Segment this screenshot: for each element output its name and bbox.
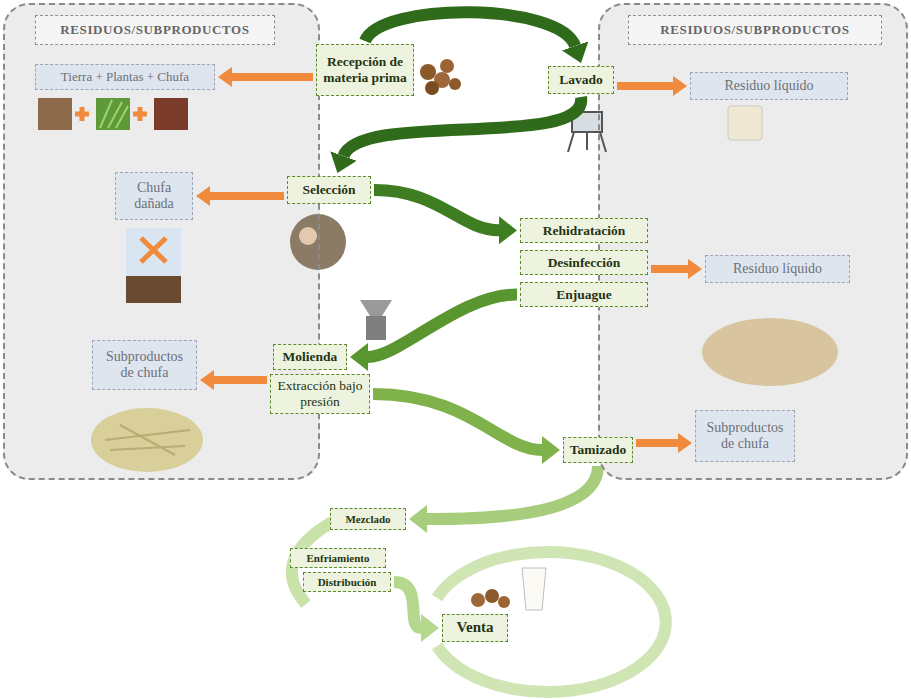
residue-arrow	[232, 73, 313, 81]
residue-label: Residuo líquido	[724, 78, 813, 94]
process-box: Molienda	[273, 344, 347, 370]
process-box: Enjuague	[520, 282, 648, 307]
step-label: Selección	[302, 182, 355, 198]
residue-arrow	[214, 376, 267, 384]
selection-photo	[290, 214, 346, 270]
step-label: Mezclado	[345, 513, 390, 526]
process-box: Distribución	[303, 572, 391, 592]
residue-box: Residuo líquido	[705, 255, 850, 283]
powder-pile	[702, 318, 838, 386]
process-box: Lavado	[548, 66, 614, 94]
plus-sign	[133, 107, 147, 121]
step-label: Lavado	[559, 72, 603, 88]
tigernut-icon	[449, 78, 461, 90]
residue-label: Residuo líquido	[733, 261, 822, 277]
panel-heading: RESIDUOS/SUBPRODUCTOS	[628, 15, 882, 45]
process-box: Enfriamiento	[290, 548, 386, 568]
residue-arrow	[210, 192, 284, 200]
process-box: Tamizado	[563, 437, 633, 463]
grinder-icon	[360, 300, 392, 316]
flow-arrow	[374, 190, 499, 230]
cross-mark	[141, 238, 166, 262]
process-box: Recepción de materia prima	[316, 44, 414, 96]
process-box: Extracción bajo presión	[270, 374, 370, 414]
horchata-glass	[522, 568, 546, 610]
process-box: Selección	[287, 176, 371, 204]
step-label: Molienda	[283, 349, 338, 365]
tigernut-icon	[485, 589, 499, 603]
step-label: Rehidratación	[543, 223, 626, 239]
tigernut-icon	[425, 81, 439, 95]
damaged-photo	[126, 228, 181, 303]
residue-arrow	[617, 82, 673, 90]
flow-arrow	[427, 466, 598, 519]
step-label: Extracción bajo presión	[276, 378, 364, 409]
residue-box: Tierra + Plantas + Chufa	[35, 64, 215, 90]
step-label: Distribución	[318, 576, 377, 589]
flow-arrow	[368, 294, 517, 357]
residue-label: Subproductos de chufa	[702, 420, 788, 452]
chufa-photo	[154, 98, 188, 130]
selection-photo	[299, 227, 317, 245]
tigernut-icon	[498, 596, 510, 608]
fiber-pile	[105, 425, 190, 455]
residue-arrow	[636, 439, 678, 447]
panel-heading: RESIDUOS/SUBPRODUCTOS	[35, 15, 275, 45]
process-box: Venta	[442, 614, 508, 642]
residue-label: Subproductos de chufa	[99, 349, 190, 381]
flow-arrow	[343, 97, 581, 156]
soil-photo	[38, 98, 72, 130]
tigernut-icon	[420, 64, 436, 80]
step-label: Tamizado	[570, 442, 627, 458]
residue-label: Chufa dañada	[122, 180, 186, 212]
flow-arrow	[394, 582, 421, 628]
step-label: Enjuague	[556, 287, 612, 303]
damaged-photo	[126, 276, 181, 303]
sale-ring	[437, 552, 666, 692]
fiber-pile	[91, 408, 203, 472]
residue-box: Chufa dañada	[115, 172, 193, 220]
plants-photo	[100, 100, 128, 128]
grinder-icon	[366, 316, 386, 340]
tigernut-icon	[471, 593, 485, 607]
plus-sign	[75, 107, 89, 121]
step-label: Recepción de materia prima	[322, 54, 408, 85]
residue-arrow	[651, 265, 688, 273]
plants-photo	[96, 98, 130, 130]
tigernut-icon	[440, 59, 454, 73]
step-label: Venta	[457, 619, 494, 636]
flow-arrow	[373, 394, 542, 450]
residue-box: Residuo líquido	[690, 72, 848, 100]
process-box: Rehidratación	[520, 218, 648, 243]
flow-arrow	[365, 12, 575, 46]
process-box: Desinfección	[520, 250, 648, 275]
step-label: Enfriamiento	[307, 552, 370, 565]
process-box: Mezclado	[330, 508, 406, 530]
residue-label: Tierra + Plantas + Chufa	[61, 70, 189, 85]
liquid-cup	[728, 106, 762, 140]
residue-box: Subproductos de chufa	[695, 410, 795, 462]
step-label: Desinfección	[548, 255, 621, 271]
residue-box: Subproductos de chufa	[92, 340, 197, 390]
washer-icon	[568, 132, 606, 152]
